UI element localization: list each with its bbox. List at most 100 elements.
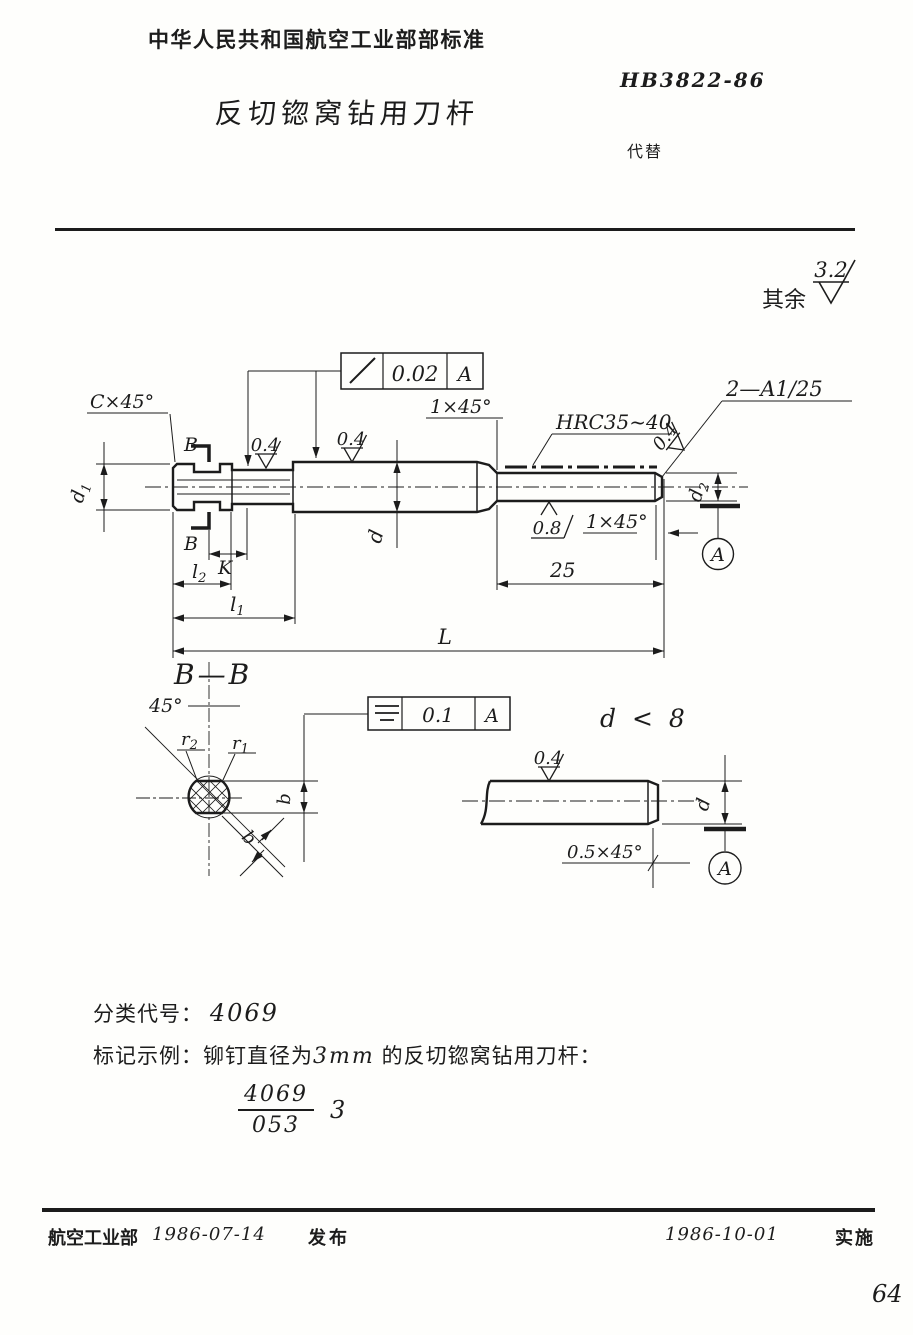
circular-runout-icon — [349, 357, 376, 384]
main-view: C×45° d1 B B — [66, 352, 852, 658]
roughness-neck-value: 0.4 — [251, 435, 280, 456]
r2-label: r — [181, 729, 191, 750]
hardness-text: HRC35~40 — [555, 410, 672, 434]
dim-d2: d2 — [666, 472, 737, 505]
slot-edges — [177, 479, 290, 495]
section-mark-top: B — [183, 434, 211, 462]
publish-label: 发布 — [308, 1228, 350, 1248]
dim-l2: l2 — [172, 512, 232, 658]
section-view: B—B 45° r2 r1 — [136, 658, 511, 878]
class-code-line: 分类代号： 4069 — [93, 998, 602, 1028]
hardness-label: HRC35~40 — [532, 410, 672, 466]
header-rule — [55, 228, 855, 231]
b-diagonal-label: b — [237, 827, 260, 850]
page-number: 64 — [872, 1280, 903, 1308]
implementation-date: 1986-10-01 — [665, 1224, 779, 1245]
general-roughness-note: 其余 3.2 — [762, 258, 856, 312]
chamfer-c-label: C×45° — [87, 391, 176, 463]
angle-45-text: 45° — [148, 695, 183, 717]
angle-45-label: 45° — [144, 695, 286, 868]
datum-circle-small — [708, 851, 742, 885]
issuer: 航空工业部 — [48, 1228, 138, 1248]
marking-example-line: 标记示例：铆钉直径为3mm 的反切锪窝钻用刀杆： — [93, 1040, 602, 1070]
roughness-icon — [813, 259, 856, 305]
l1-sub: 1 — [236, 604, 244, 619]
roughness-neck: 0.4 — [251, 435, 282, 470]
datum-circle — [701, 537, 735, 571]
section-letter-top: B — [183, 434, 198, 456]
dim-b-diagonal: b — [221, 815, 285, 878]
chamfer-05-text: 0.5×45° — [567, 842, 643, 863]
condition-label: d < 8 — [600, 704, 689, 733]
section-hatching — [188, 781, 230, 813]
general-roughness-value: 3.2 — [814, 258, 847, 282]
dim-d1: d1 — [66, 442, 170, 532]
replaces-label: 代替 — [627, 144, 664, 161]
designation-numerator: 4069 — [238, 1082, 314, 1111]
k-label: K — [217, 557, 234, 579]
b-vertical-label: b — [274, 793, 295, 805]
dim-d-small: d — [662, 755, 742, 825]
radius-r2-label: r2 — [177, 729, 205, 781]
small-shaft-outline — [479, 779, 660, 826]
roughness-tail-value: 0.8 — [533, 518, 562, 539]
datum-target-a-small: A — [704, 826, 746, 885]
dim-b-vertical: b — [216, 715, 318, 862]
l1-label: l — [230, 592, 236, 616]
runout-leader — [244, 370, 341, 466]
implement-label: 实施 — [835, 1228, 875, 1248]
standard-authority: 中华人民共和国航空工业部部标准 — [148, 29, 486, 52]
taper-label: 2—A1/25 — [661, 377, 852, 478]
dim-d: d — [362, 440, 401, 548]
notes: 分类代号： 4069 标记示例：铆钉直径为3mm 的反切锪窝钻用刀杆： — [93, 998, 602, 1082]
svg-text:d2: d2 — [684, 479, 713, 505]
r2-sub: 2 — [189, 738, 198, 753]
small-view: d < 8 0.4 d A 0.5×45° — [462, 704, 746, 888]
example-suffix: 的反切锪窝钻用刀杆： — [374, 1045, 602, 1068]
chamfer-05-label: 0.5×45° — [562, 828, 690, 888]
dim-L: L — [173, 479, 665, 658]
example-prefix: 标记示例：铆钉直径为 — [93, 1045, 313, 1068]
roughness-cylinder-value: 0.4 — [337, 429, 366, 450]
symmetry-tolerance-frame: 0.1 A — [304, 696, 511, 731]
roughness-tail: 0.8 — [531, 500, 574, 539]
L-label: L — [437, 625, 452, 649]
runout-datum: A — [456, 362, 472, 386]
dim-l1: l1 — [173, 514, 296, 624]
d1-sub: 1 — [79, 482, 96, 494]
l2-sub: 2 — [197, 571, 206, 586]
runout-tolerance-frame: 0.02 A — [244, 352, 484, 466]
r1-label: r — [232, 733, 242, 754]
symmetry-value: 0.1 — [422, 703, 454, 727]
dim-25-label: 25 — [549, 558, 575, 582]
footer-rule — [42, 1208, 875, 1212]
standard-number: HB3822-86 — [620, 68, 766, 92]
roughness-cylinder: 0.4 — [337, 429, 368, 464]
chamfer-label-mid: 1×45° — [426, 396, 503, 470]
designation-denominator: 053 — [252, 1113, 300, 1138]
example-size: 3mm — [313, 1044, 375, 1069]
datum-target-a: A — [700, 503, 740, 571]
d2-label: d — [684, 487, 708, 504]
datum-letter-small: A — [716, 858, 732, 880]
r1-sub: 1 — [241, 742, 249, 757]
d-small-label: d — [691, 796, 715, 813]
general-roughness-prefix: 其余 — [762, 287, 806, 312]
d2-sub: 2 — [696, 481, 713, 494]
dim-k: K — [208, 508, 248, 579]
section-mark-bottom: B — [183, 512, 211, 555]
chamfer-label-end: 1×45° — [583, 505, 698, 560]
symmetry-datum: A — [483, 705, 499, 727]
svg-text:r1: r1 — [232, 733, 249, 757]
svg-text:r2: r2 — [181, 729, 198, 753]
taper-text: 2—A1/25 — [725, 377, 823, 401]
designation-fraction: 4069 053 — [238, 1082, 314, 1138]
issue-date: 1986-07-14 — [152, 1224, 266, 1245]
chamfer-end-text: 1×45° — [586, 511, 648, 533]
class-code-label: 分类代号： — [93, 1003, 203, 1026]
roughness-small: 0.4 — [534, 748, 565, 783]
chamfer-mid-text: 1×45° — [430, 396, 492, 418]
dim-25: 25 — [496, 505, 664, 590]
d1-label: d — [66, 488, 90, 505]
